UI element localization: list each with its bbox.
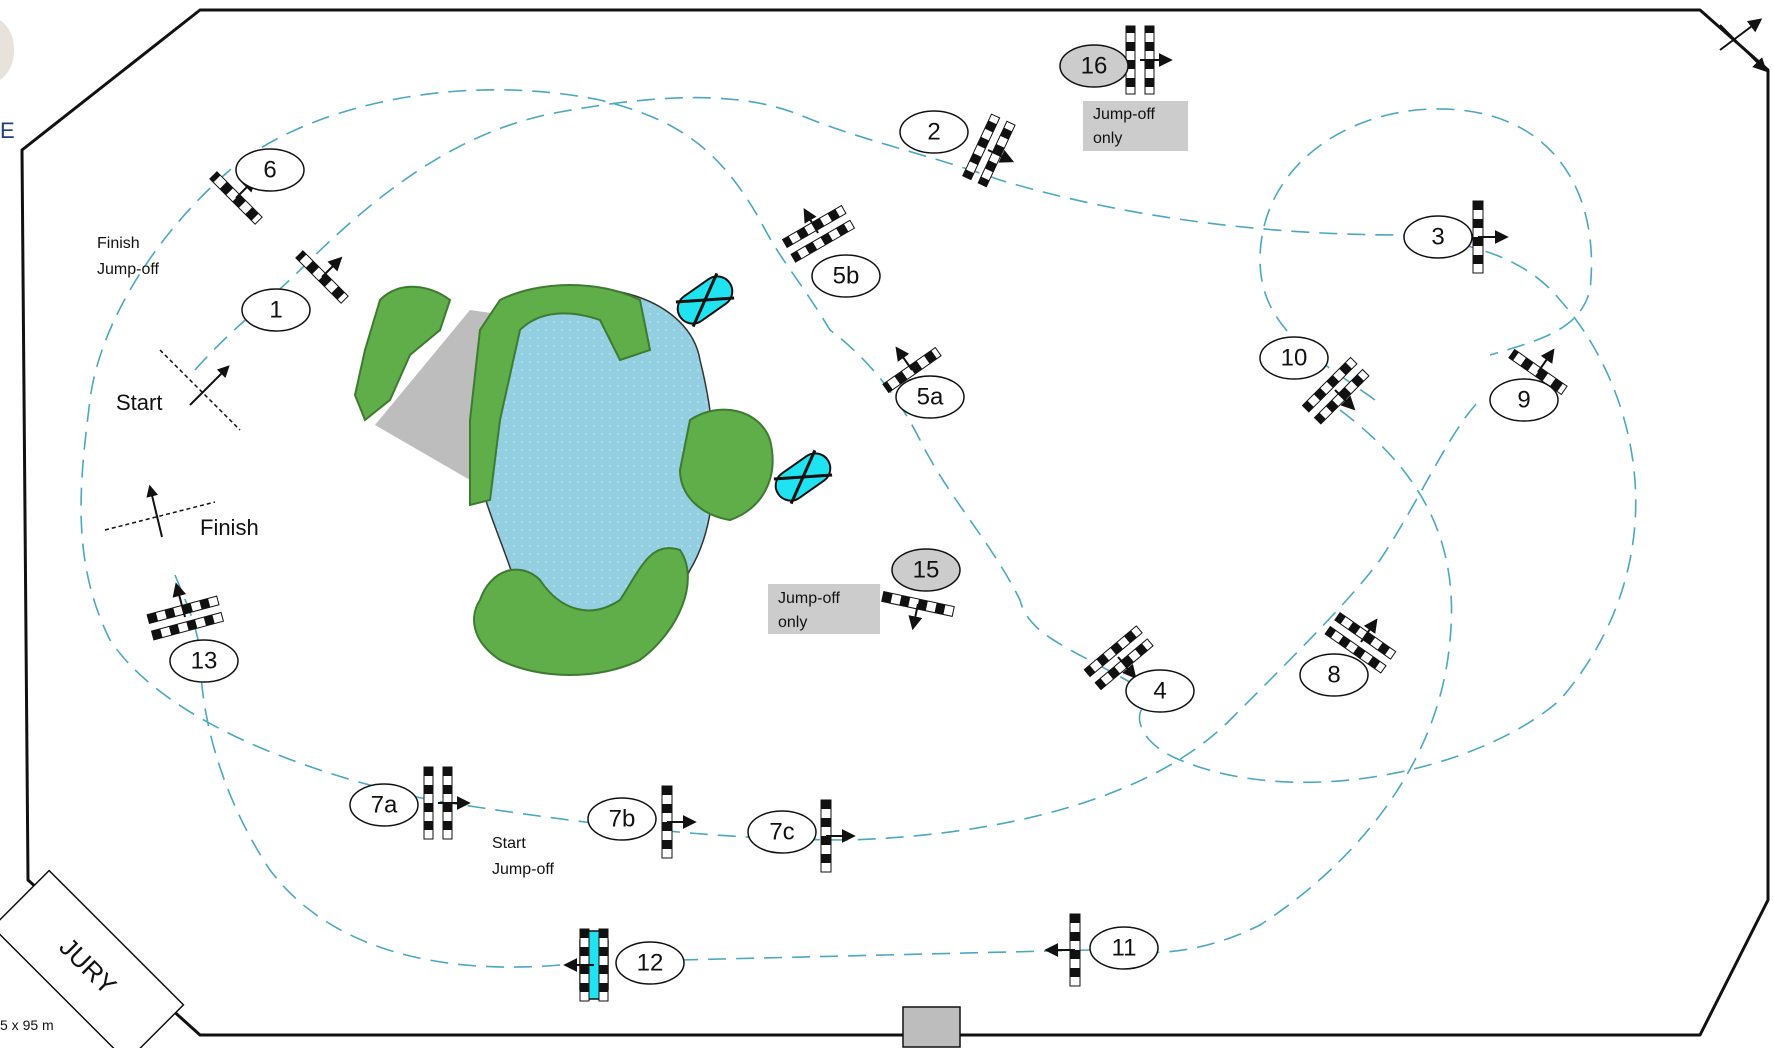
jumpoff-only-15-line1: Jump-off	[778, 590, 841, 607]
obstacle-13-fence	[146, 582, 225, 641]
obstacle-number-11: 11	[1089, 926, 1159, 970]
obstacle-1-fence	[295, 250, 349, 304]
obstacle-number-13: 13	[169, 639, 239, 683]
obstacle-number-5b: 5b	[811, 254, 881, 298]
obstacle-15-fence	[881, 591, 955, 631]
svg-text:7b: 7b	[609, 806, 636, 833]
hedge-left	[353, 285, 452, 422]
start-label: Start	[116, 390, 162, 415]
obstacle-number-4: 4	[1125, 669, 1195, 713]
course-line-loop	[1259, 108, 1593, 401]
jumpoff-only-15-line2: only	[778, 614, 807, 631]
svg-text:5a: 5a	[917, 384, 944, 411]
svg-text:13: 13	[191, 648, 218, 675]
jumpoff-only-badge-16	[1083, 101, 1188, 151]
logo-letter: E	[0, 118, 15, 143]
obstacle-5b-fence	[781, 204, 856, 263]
obstacle-10-fence	[1301, 356, 1370, 425]
gate-arrows-icon	[1719, 18, 1767, 72]
jumpoff-only-16-line2: only	[1093, 130, 1122, 147]
course-line	[80, 89, 1637, 841]
obstacle-3-fence	[1472, 200, 1509, 274]
obstacle-number-5a: 5a	[895, 375, 965, 419]
svg-text:6: 6	[263, 157, 276, 184]
obstacle-4-fence	[1083, 625, 1154, 691]
obstacle-number-10: 10	[1259, 336, 1329, 380]
obstacle-number-2: 2	[899, 110, 969, 154]
obstacle-8-fence	[1324, 611, 1397, 674]
obstacle-number-15: 15	[891, 548, 961, 592]
svg-text:15: 15	[913, 557, 940, 584]
svg-text:10: 10	[1281, 345, 1308, 372]
obstacle-5a-fence	[882, 346, 942, 394]
obstacle-number-16: 16	[1059, 44, 1129, 88]
start-jumpoff-label-1: Start	[492, 835, 526, 852]
obstacle-16-fence	[1125, 25, 1173, 95]
jumpoff-only-16-line1: Jump-off	[1093, 106, 1156, 123]
obstacle-number-7b: 7b	[587, 797, 657, 841]
obstacle-2-fence	[962, 113, 1016, 188]
svg-text:7c: 7c	[769, 819, 794, 846]
hedge-bottom	[473, 547, 689, 676]
course-line-bottom	[174, 574, 1091, 968]
obstacle-number-9: 9	[1489, 378, 1559, 422]
obstacle-number-12: 12	[615, 941, 685, 985]
svg-text:8: 8	[1327, 662, 1340, 689]
start-arrow	[189, 365, 230, 406]
finish-jumpoff-label-2: Jump-off	[97, 261, 160, 278]
svg-text:1: 1	[269, 297, 282, 324]
finish-line	[104, 501, 216, 531]
course-line-lower	[1119, 409, 1453, 954]
svg-text:3: 3	[1431, 224, 1444, 251]
svg-text:12: 12	[637, 950, 664, 977]
hedge-right	[678, 408, 774, 522]
jury-box: JURY	[0, 869, 185, 1053]
obstacle-12-fence	[563, 928, 609, 1002]
start-line	[159, 349, 241, 431]
obstacle-number-3: 3	[1403, 215, 1473, 259]
arena-size-label: 5 x 95 m	[0, 1017, 54, 1033]
svg-text:16: 16	[1081, 53, 1108, 80]
logo-fragment	[0, 20, 14, 80]
hedge-top	[469, 284, 652, 507]
obstacle-number-7a: 7a	[349, 783, 419, 827]
obstacle-7b-fence	[661, 785, 697, 859]
svg-text:4: 4	[1153, 678, 1166, 705]
obstacle-7a-fence	[423, 766, 471, 840]
obstacle-number-7c: 7c	[747, 810, 817, 854]
finish-jumpoff-label-1: Finish	[97, 235, 140, 252]
obstacle-number-1: 1	[241, 288, 311, 332]
start-jumpoff-label-2: Jump-off	[492, 861, 555, 878]
obstacle-11-fence	[1044, 913, 1081, 987]
liverpool-crossed-top	[675, 272, 735, 328]
svg-text:7a: 7a	[371, 792, 398, 819]
finish-label: Finish	[200, 515, 259, 540]
entrance-gate	[902, 1006, 961, 1048]
obstacle-9-fence	[1508, 348, 1568, 396]
obstacle-number-8: 8	[1299, 653, 1369, 697]
arena-boundary	[20, 8, 1770, 1037]
liverpool-crossed-mid	[773, 449, 833, 505]
obstacle-number-6: 6	[235, 148, 305, 192]
svg-text:9: 9	[1517, 387, 1530, 414]
finish-arrow	[146, 484, 163, 538]
obstacle-7c-fence	[820, 799, 856, 873]
svg-text:11: 11	[1112, 935, 1137, 962]
svg-text:2: 2	[927, 119, 940, 146]
svg-text:5b: 5b	[833, 263, 860, 290]
jumpoff-only-badge-15	[768, 584, 880, 634]
